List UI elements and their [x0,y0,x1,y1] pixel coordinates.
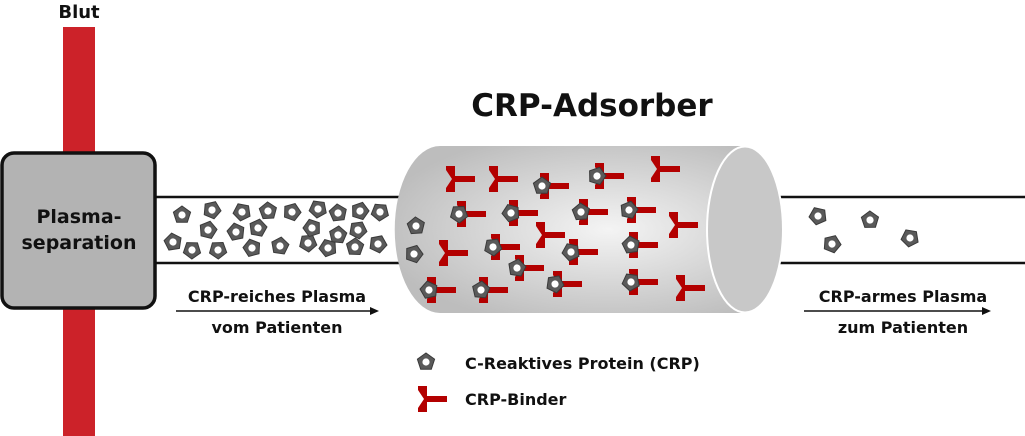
crp-protein-icon [806,203,831,228]
legend-crp-label: C-Reaktives Protein (CRP) [465,354,700,373]
title: CRP-Adsorber [471,88,713,124]
crp-protein-icon [197,218,220,240]
crp-protein-icon [200,197,224,221]
plasma-separation-box [0,151,157,310]
separator-line1: Plasma- [36,206,121,228]
crp-protein-icon [240,235,265,260]
crp-protein-icon [306,196,331,221]
inflow-tube [155,195,400,265]
crp-protein-icon [257,199,280,223]
crp-protein-icon [349,199,372,221]
crp-protein-icon [345,237,365,256]
crp-protein-icon [366,231,391,255]
crp-protein-icon [328,224,348,244]
crp-protein-icon [162,229,186,254]
crp-protein-icon [206,237,231,262]
crp-protein-icon [247,217,269,238]
separator-line2: separation [22,232,137,254]
crp-protein-icon [180,237,205,262]
inflow-label-1: CRP-reiches Plasma [188,287,366,306]
crp-protein-icon [269,235,291,255]
crp-protein-icon [230,199,255,224]
crp-protein-icon [859,208,882,232]
crp-protein-icon [172,205,192,223]
crp-protein-icon [898,225,923,250]
inflow-label-2: vom Patienten [211,318,342,337]
crp-protein-icon [368,199,393,224]
legend-binder-label: CRP-Binder [465,390,567,409]
outflow-arrow [804,307,991,315]
crp-protein-icon [280,200,304,223]
crp-protein-icon [224,219,249,244]
outflow-tube [780,195,1025,265]
crp-protein-icon [327,200,351,225]
outflow-label-1: CRP-armes Plasma [819,287,987,306]
crp-protein-icon [820,231,844,255]
outflow-label-2: zum Patienten [838,318,968,337]
pentagon-nut-icon [416,352,436,370]
inflow-arrow [176,307,379,315]
blood-label: Blut [58,2,100,23]
crp-protein-icon [346,217,371,241]
binder-icon [418,386,447,412]
